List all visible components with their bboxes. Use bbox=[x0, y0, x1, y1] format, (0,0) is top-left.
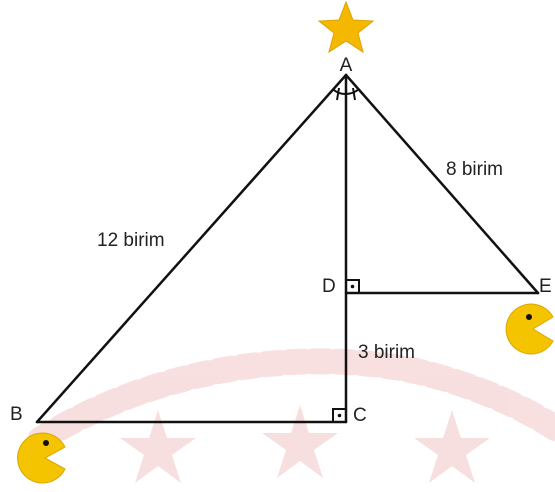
pacman-icon bbox=[505, 303, 554, 355]
label-e: E bbox=[539, 276, 552, 297]
star-icon bbox=[317, 0, 375, 54]
angle-tick bbox=[352, 87, 356, 101]
watermark-star-icon bbox=[414, 410, 490, 483]
measure-dc: 3 birim bbox=[358, 342, 415, 363]
segment-ae bbox=[344, 73, 540, 295]
pacman-icon bbox=[17, 432, 66, 484]
angle-tick bbox=[336, 87, 340, 101]
watermark-star-icon bbox=[120, 410, 196, 483]
watermark bbox=[27, 348, 555, 483]
label-b: B bbox=[10, 404, 23, 425]
segment-ab bbox=[35, 73, 348, 424]
angle-mark-dae bbox=[345, 88, 360, 96]
measure-ab: 12 birim bbox=[97, 230, 165, 251]
watermark-star-icon bbox=[262, 405, 338, 478]
label-d: D bbox=[322, 276, 336, 297]
measure-ae: 8 birim bbox=[446, 159, 503, 180]
right-angle-c bbox=[332, 408, 347, 423]
right-angle-d bbox=[345, 279, 360, 294]
label-c: C bbox=[353, 405, 367, 426]
label-a: A bbox=[340, 55, 353, 76]
